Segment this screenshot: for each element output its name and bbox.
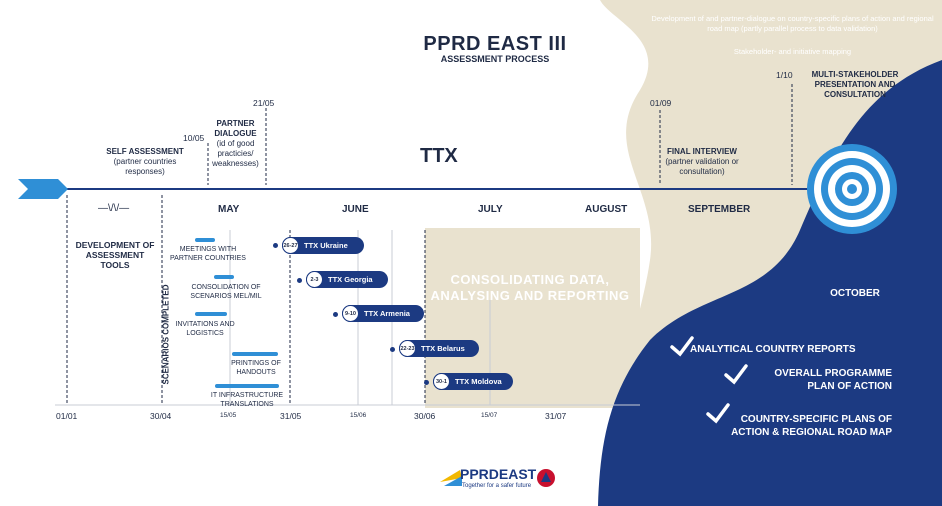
date-0101: 01/01 [56, 411, 78, 421]
month-october: OCTOBER [830, 288, 880, 299]
output-item: OVERALL PROGRAMME PLAN OF ACTION [774, 368, 892, 392]
task-bar [232, 352, 278, 356]
beige-note: Development of and partner-dialogue on c… [651, 14, 934, 33]
partner-dialogue-note: (id of good practicies/ weaknesses) [212, 139, 259, 168]
output-item: ANALYTICAL COUNTRY REPORTS [690, 344, 856, 355]
ttx-label: TTX Georgia [328, 275, 373, 284]
scenarios-completed-label: SCENARIOS COMPLETED [161, 284, 171, 385]
ttx-label: TTX Belarus [421, 344, 465, 353]
output-item: COUNTRY-SPECIFIC PLANS OF ACTION & REGIO… [731, 414, 892, 438]
final-interview-note: (partner validation or consultation) [665, 157, 739, 176]
ttx-ukraine-pill: 26-27 TTX Ukraine [282, 237, 364, 254]
date-3004: 30/04 [150, 411, 172, 421]
date-3006: 30/06 [414, 411, 436, 421]
timeline-arrow [18, 179, 68, 199]
ttx-armenia-pill: 9-10 TTX Armenia [342, 305, 424, 322]
ttx-dot [333, 312, 338, 317]
task-label: MEETINGS WITH PARTNER COUNTRIES [170, 246, 246, 262]
self-assessment-title: SELF ASSESSMENT [106, 147, 184, 156]
ttx-days: 22-23 [399, 340, 416, 357]
ttx-dot [424, 380, 429, 385]
ttx-days: 2-3 [306, 271, 323, 288]
date-0109: 01/09 [650, 98, 672, 108]
ttx-days: 30-1 [433, 373, 450, 390]
logo-swoosh-icon [440, 470, 462, 486]
task-label: IT INFRASTRUCTURE TRANSLATIONS [210, 392, 284, 408]
ttx-dot [390, 347, 395, 352]
task-bar [195, 238, 215, 242]
ttx-moldova-pill: 30-1 TTX Moldova [433, 373, 513, 390]
month-july: JULY [478, 204, 503, 215]
consolidating-label: CONSOLIDATING DATA, ANALYSING AND REPORT… [430, 272, 630, 303]
check-icon [670, 336, 694, 357]
partner-dialogue-milestone: PARTNER DIALOGUE (id of good practicies/… [208, 119, 263, 169]
month-may: MAY [218, 204, 240, 215]
final-interview-milestone: FINAL INTERVIEW (partner validation or c… [662, 147, 742, 177]
self-assessment-milestone: SELF ASSESSMENT (partner countries respo… [105, 147, 185, 177]
date-1505: 15/05 [220, 412, 237, 419]
logo-name: PPRDEAST [460, 466, 537, 482]
ttx-days: 26-27 [282, 237, 299, 254]
ttx-dot [273, 243, 278, 248]
ttx-label: TTX [420, 145, 458, 167]
ttx-label: TTX Ukraine [304, 241, 348, 250]
date-3105: 31/05 [280, 411, 302, 421]
date-1005: 10/05 [183, 133, 205, 143]
ttx-label: TTX Moldova [455, 377, 502, 386]
task-label: PRINTINGS OF HANDOUTS [231, 360, 281, 376]
ttx-label: TTX Armenia [364, 309, 410, 318]
development-tools-label: DEVELOPMENT OF ASSESSMENT TOOLS [75, 240, 155, 270]
task-label: CONSOLIDATION OF SCENARIOS MEL/MIL [190, 284, 262, 300]
beige-note-2: Stakeholder- and initiative mapping [733, 47, 852, 56]
date-1507: 15/07 [481, 412, 498, 419]
civil-protection-triangle [541, 472, 551, 482]
month-august: AUGUST [585, 204, 628, 215]
timeline-break-icon: —\/\/— [98, 203, 130, 214]
task-label: INVITATIONS AND LOGISTICS [175, 321, 235, 337]
task-bar [195, 312, 227, 316]
task-bar [215, 384, 279, 388]
partner-dialogue-title: PARTNER DIALOGUE [214, 119, 257, 138]
page-title: PPRD EAST III [423, 33, 567, 55]
date-3107: 31/07 [545, 411, 567, 421]
task-bar [214, 275, 234, 279]
date-0110: 1/10 [776, 70, 793, 80]
month-june: JUNE [342, 204, 369, 215]
date-1506: 15/06 [350, 412, 367, 419]
ttx-days: 9-10 [342, 305, 359, 322]
check-icon [724, 364, 748, 385]
page-subtitle: ASSESSMENT PROCESS [440, 54, 550, 64]
multi-stakeholder-milestone: MULTI-STAKEHOLDER PRESENTATION AND CONSU… [811, 70, 899, 99]
date-2105: 21/05 [253, 98, 275, 108]
ttx-belarus-pill: 22-23 TTX Belarus [399, 340, 479, 357]
final-interview-title: FINAL INTERVIEW [667, 147, 737, 156]
ttx-georgia-pill: 2-3 TTX Georgia [306, 271, 388, 288]
ttx-dot [297, 278, 302, 283]
self-assessment-note: (partner countries responses) [113, 157, 177, 176]
target-icon [807, 144, 897, 234]
month-september: SEPTEMBER [688, 204, 751, 215]
logo-tagline: Together for a safer future [462, 483, 532, 489]
check-icon [706, 403, 730, 424]
